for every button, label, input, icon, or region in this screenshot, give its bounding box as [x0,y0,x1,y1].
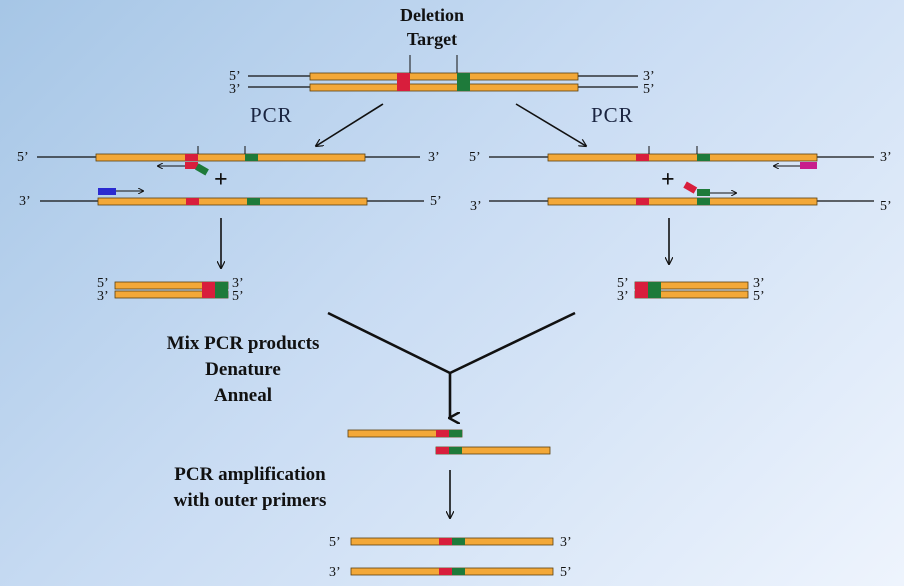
right-reaction-strand-top [489,146,874,162]
merge-right-line [449,311,576,375]
step1-line-3: Anneal [214,385,272,406]
final-product-bottom-strand [350,567,554,576]
template-top-5-end: 5’ [229,69,241,84]
left-product-5-end: 5’ [97,276,109,291]
annealed-strands [347,429,551,455]
deletion-boundary-red [397,73,410,91]
right-top-3-end: 3’ [880,150,892,165]
left-outer-primer [98,188,143,195]
left-inner-primer [158,162,209,176]
step2-line-1: PCR amplification [174,464,326,485]
deletion-boundary-green [457,73,470,91]
right-reaction-strand-bottom [489,197,874,206]
right-product-3-end: 3’ [617,289,629,304]
right-inner-primer [683,181,736,196]
left-product-5-end-right: 5’ [232,289,244,304]
left-reaction-strand-bottom [40,197,424,206]
left-reaction-strand-top [37,146,420,162]
right-pcr-product [634,281,749,299]
template-top-3-end: 3’ [643,69,655,84]
final-top-3-end: 3’ [560,535,572,550]
step2-line-2: with outer primers [174,490,327,511]
right-bottom-5-end: 5’ [880,199,892,214]
right-bottom-3-end: 3’ [470,199,482,214]
pcr-right-label: PCR [591,103,634,127]
final-top-5-end: 5’ [329,535,341,550]
merge-left-line [327,311,451,375]
right-product-5-end-right: 5’ [753,289,765,304]
right-plus-sign: + [661,167,675,193]
right-product-3-end-right: 3’ [753,276,765,291]
left-top-5-end: 5’ [17,150,29,165]
template-bottom-3-end: 3’ [229,82,241,97]
right-top-5-end: 5’ [469,150,481,165]
left-bottom-3-end: 3’ [19,194,31,209]
right-product-5-end: 5’ [617,276,629,291]
final-bottom-5-end: 5’ [560,565,572,580]
left-product-3-end-right: 3’ [232,276,244,291]
title-line-2: Target [407,29,457,49]
final-bottom-3-end: 3’ [329,565,341,580]
final-product-top-strand [350,537,554,546]
pcr-left-arrow [316,103,384,146]
right-outer-primer [774,162,817,169]
template-dna [248,55,638,92]
template-bottom-5-end: 5’ [643,82,655,97]
pcr-left-label: PCR [250,103,293,127]
left-plus-sign: + [214,167,228,193]
step1-line-1: Mix PCR products [167,333,320,354]
left-pcr-product [114,281,229,299]
step1-line-2: Denature [205,359,281,380]
left-bottom-5-end: 5’ [430,194,442,209]
left-product-3-end: 3’ [97,289,109,304]
left-top-3-end: 3’ [428,150,440,165]
title-line-1: Deletion [400,5,464,25]
pcr-right-arrow [515,103,586,146]
